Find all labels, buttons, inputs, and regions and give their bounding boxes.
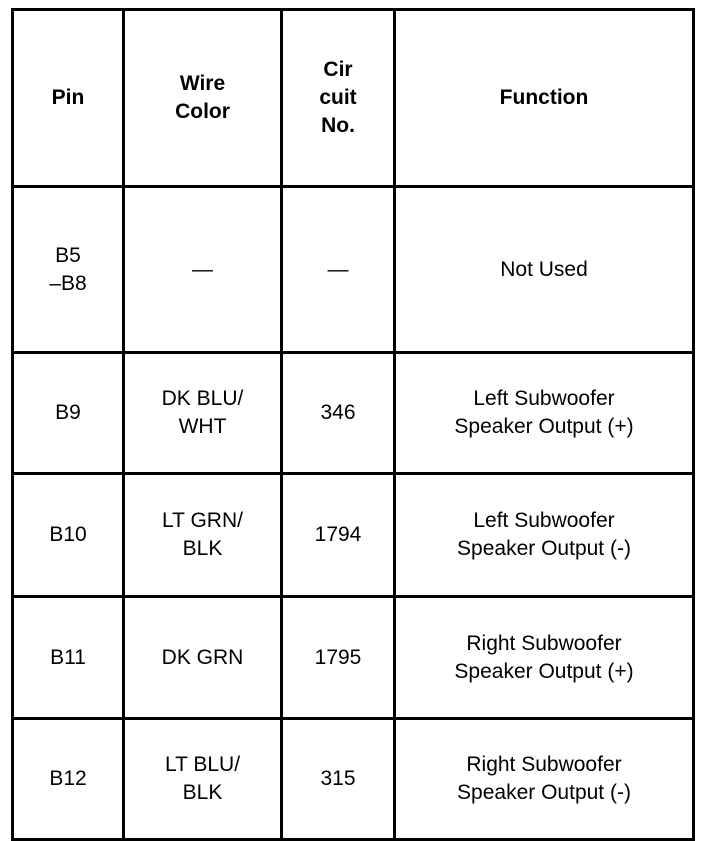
cell-function-line-2: Speaker Output (+) <box>454 659 634 683</box>
cell-function-line-1: Not Used <box>500 257 588 281</box>
cell-wire-color-line-1: — <box>192 257 213 281</box>
cell-function-line-1: Left Subwoofer <box>473 387 615 411</box>
cell-function-line-1: Right Subwoofer <box>466 753 622 777</box>
table-header: Pin Wire Color Cir cuit No. Function <box>11 8 695 188</box>
column-header-circuit-no: Cir cuit No. <box>280 8 396 188</box>
table-row: B10 LT GRN/ BLK 1794 Left Subwoofer Spea… <box>11 472 695 598</box>
cell-pin: B9 <box>11 351 125 475</box>
cell-circuit-no-line-1: — <box>327 257 349 281</box>
column-header-wire-color: Wire Color <box>122 8 283 188</box>
cell-wire-color: — <box>122 185 283 354</box>
cell-circuit-no: 1794 <box>280 472 396 598</box>
cell-pin: B10 <box>11 472 125 598</box>
cell-circuit-no: 346 <box>280 351 396 475</box>
cell-circuit-no: 1795 <box>280 595 396 720</box>
column-header-circuit-no-line-3: No. <box>321 113 355 137</box>
cell-wire-color: DK GRN <box>122 595 283 720</box>
cell-function: Not Used <box>393 185 695 354</box>
cell-wire-color-line-1: DK GRN <box>161 645 244 669</box>
cell-function: Right Subwoofer Speaker Output (+) <box>393 595 695 720</box>
cell-wire-color-line-1: DK BLU/ <box>161 387 244 411</box>
cell-circuit-no-line-1: 346 <box>320 401 356 425</box>
table-header-row: Pin Wire Color Cir cuit No. Function <box>11 8 695 188</box>
cell-pin: B12 <box>11 717 125 841</box>
column-header-wire-color-line-1: Wire <box>179 72 226 96</box>
cell-function-line-1: Right Subwoofer <box>466 631 622 655</box>
cell-pin: B5 –B8 <box>11 185 125 354</box>
cell-wire-color-line-2: BLK <box>182 781 223 804</box>
cell-wire-color: DK BLU/ WHT <box>122 351 283 475</box>
cell-circuit-no: 315 <box>280 717 396 841</box>
column-header-pin: Pin <box>11 8 125 188</box>
table-body: B5 –B8 — — Not Used B9 DK BLU/ <box>11 185 695 841</box>
cell-circuit-no-line-1: 1795 <box>314 645 362 669</box>
column-header-function-line-1: Function <box>499 86 589 110</box>
cell-wire-color-line-1: LT GRN/ <box>162 509 243 533</box>
cell-function: Left Subwoofer Speaker Output (+) <box>393 351 695 475</box>
cell-function-line-2: Speaker Output (-) <box>457 781 631 804</box>
cell-circuit-no-line-1: 1794 <box>314 523 362 547</box>
cell-pin-line-1: B5 <box>55 243 81 267</box>
cell-function: Right Subwoofer Speaker Output (-) <box>393 717 695 841</box>
column-header-pin-line-1: Pin <box>51 86 85 110</box>
cell-function: Left Subwoofer Speaker Output (-) <box>393 472 695 598</box>
cell-wire-color: LT GRN/ BLK <box>122 472 283 598</box>
cell-circuit-no: — <box>280 185 396 354</box>
cell-pin-line-1: B10 <box>49 523 87 547</box>
cell-wire-color-line-2: WHT <box>178 415 227 438</box>
table-row: B12 LT BLU/ BLK 315 Right Subwoofer Spea… <box>11 717 695 841</box>
cell-wire-color: LT BLU/ BLK <box>122 717 283 841</box>
table-row: B5 –B8 — — Not Used <box>11 185 695 354</box>
cell-pin-line-2: –B8 <box>49 271 87 295</box>
cell-wire-color-line-1: LT BLU/ <box>164 753 241 777</box>
table-row: B9 DK BLU/ WHT 346 Left Subwoofer Speake… <box>11 351 695 475</box>
column-header-circuit-no-line-2: cuit <box>319 86 357 110</box>
connector-pin-assignment-table: Pin Wire Color Cir cuit No. Function <box>11 8 695 841</box>
cell-pin-line-1: B9 <box>55 401 81 425</box>
cell-function-line-1: Left Subwoofer <box>473 509 615 533</box>
cell-function-line-2: Speaker Output (-) <box>457 537 631 560</box>
cell-circuit-no-line-1: 315 <box>320 767 356 791</box>
column-header-circuit-no-line-1: Cir <box>323 58 353 82</box>
cell-pin: B11 <box>11 595 125 720</box>
cell-wire-color-line-2: BLK <box>182 537 223 560</box>
cell-function-line-2: Speaker Output (+) <box>454 415 634 438</box>
cell-pin-line-1: B11 <box>50 645 86 669</box>
cell-pin-line-1: B12 <box>49 767 87 791</box>
table-row: B11 DK GRN 1795 Right Subwoofer Speaker … <box>11 595 695 720</box>
column-header-function: Function <box>393 8 695 188</box>
column-header-wire-color-line-2: Color <box>175 100 230 123</box>
